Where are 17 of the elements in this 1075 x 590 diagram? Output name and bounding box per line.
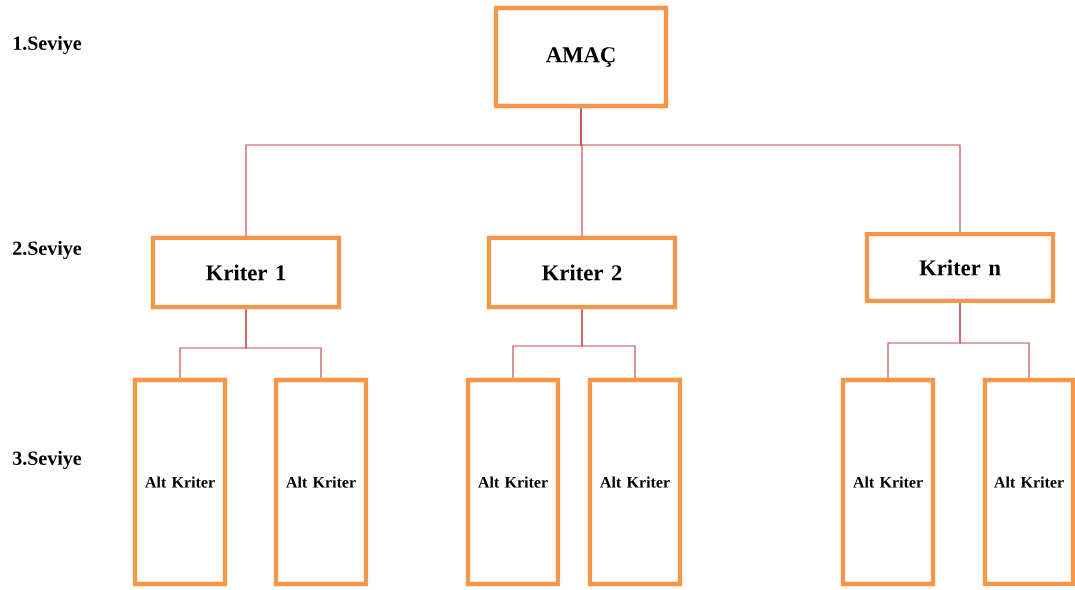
connector-line: [581, 308, 636, 379]
sub-criterion-box: Alt Kriter: [587, 377, 683, 587]
sub-criterion-box: Alt Kriter: [840, 377, 936, 587]
connector-line: [959, 302, 1030, 379]
sub-criterion-box: Alt Kriter: [273, 377, 369, 587]
sub-criterion-box: Alt Kriter: [465, 377, 561, 587]
level-label: 2.Seviye: [13, 240, 82, 260]
sub-criterion-box: Alt Kriter: [132, 377, 228, 587]
goal-box: AMAÇ: [493, 5, 669, 109]
level-label: 3.Seviye: [13, 450, 82, 470]
connector-line: [580, 107, 961, 233]
criterion-box: Kriter n: [864, 231, 1056, 304]
criterion-box: Kriter 1: [150, 235, 342, 310]
connector-line: [245, 308, 322, 379]
level-label: 1.Seviye: [13, 35, 82, 55]
criterion-box: Kriter 2: [486, 235, 678, 310]
sub-criterion-box: Alt Kriter: [982, 377, 1075, 587]
